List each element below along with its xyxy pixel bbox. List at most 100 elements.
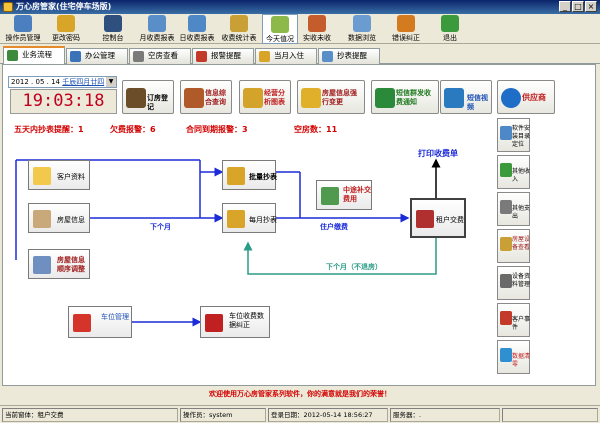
sms-notify-button[interactable]: 短信群发收费通知 [371,80,439,114]
info-query-button[interactable]: 信息综合查询 [180,80,232,114]
date-select[interactable]: 2012 . 05 . 14 壬辰四月廿四 ▼ [8,76,117,88]
flow-arrow-loop [243,238,437,275]
magnifier-icon [353,15,371,32]
minimize-button[interactable]: _ [559,1,571,12]
date-value: 2012 . 05 . 14 [11,78,60,86]
tab-business-flow[interactable]: 业务流程 [3,46,65,64]
ticket-icon [205,314,223,332]
lunar-date: 壬辰四月廿四 [62,78,105,86]
customer-event-button[interactable]: 客户事件 [497,303,530,337]
video-icon [444,88,464,108]
toolbar-data-browse-button[interactable]: 数据浏览 [344,14,380,44]
other-expense-button[interactable]: 其他支出 [497,192,530,226]
house-equipment-button[interactable]: 房屋设备查看 [497,229,530,263]
tools-icon [397,15,415,32]
title-bar[interactable]: 万心房管家(住宅停车场版) _ □ × [0,0,600,14]
other-income-button[interactable]: 其他收入 [497,155,530,189]
meter-icon [322,51,333,62]
meter-alert[interactable]: 五天内抄表提醒：1 [14,125,84,134]
meter-icon [227,167,245,185]
data-reset-button[interactable]: 数据清零 [497,340,530,374]
print-receipt-link[interactable]: 打印收费单 [418,149,458,158]
toolbar: 操作员管理 更改密码 控制台 月收费报表 日收费报表 收费统计表 今天值况 实收… [0,14,600,44]
tab-vacant-rooms[interactable]: 空房查看 [129,48,191,64]
toolbar-received-button[interactable]: 实收未收 [299,14,335,44]
analysis-chart-button[interactable]: 经营分析图表 [239,80,291,114]
toolbar-password-button[interactable]: 更改密码 [47,14,85,44]
parking-node[interactable]: 车位管理 [68,306,132,338]
house-node[interactable]: 房屋信息 [28,203,90,233]
phone-icon [126,88,146,108]
equipment-icon [500,237,512,251]
toolbar-monthly-report-button[interactable]: 月收费报表 [138,14,176,44]
toolbar-fee-stats-button[interactable]: 收费统计表 [218,14,260,44]
cash-register-icon [321,187,339,205]
alarm-icon [196,51,207,62]
key-icon [57,15,75,32]
footer-message: 欢迎使用万心房管家系列软件，你的满意就是我们的荣誉！ [209,390,391,398]
calendar-icon [188,15,206,32]
toolbar-console-button[interactable]: 控制台 [98,14,128,44]
house-adjust-node[interactable]: 房屋信息顺序调整 [28,249,90,279]
monitor-icon [104,15,122,32]
window-title: 万心房管家(住宅停车场版) [16,2,112,11]
midway-payment-node[interactable]: 中途补交费用 [316,180,372,210]
adjust-icon [33,256,51,274]
supplier-button[interactable]: 供应商 [497,80,555,114]
room-icon [133,51,144,62]
income-icon [500,163,512,177]
database-icon [500,274,512,288]
status-bar: 当前窗体：租户交费 操作员：system 登录日期：2012-05-14 18:… [0,405,600,423]
query-icon [184,88,204,108]
flow-icon [7,50,18,61]
status-server: 服务器：. [390,408,500,422]
chart-icon [243,88,263,108]
toolbar-error-fix-button[interactable]: 错误纠正 [388,14,424,44]
calendar-icon [227,210,245,228]
batch-meter-node[interactable]: 批量抄表 [222,160,277,190]
equipment-data-button[interactable]: 设备资料管理 [497,266,530,300]
maximize-button[interactable]: □ [572,1,584,12]
cashbox-icon [416,210,434,228]
tab-strip: 业务流程 办公管理 空房查看 报警提醒 当月入住 抄表提醒 [0,46,600,64]
status-login-date: 登录日期：2012-05-14 18:56:27 [268,408,388,422]
car-icon [73,314,91,332]
tab-meter-reminder[interactable]: 抄表提醒 [318,48,380,64]
toolbar-today-button[interactable]: 今天值况 [262,14,298,44]
arrears-alert[interactable]: 欠费报警：6 [110,125,156,134]
status-extra [502,408,598,422]
trash-icon [500,348,512,362]
chevron-down-icon[interactable]: ▼ [106,77,116,87]
contract-alert[interactable]: 合同到期报警：3 [186,125,248,134]
tab-office[interactable]: 办公管理 [66,48,128,64]
booking-button[interactable]: 订房登记 [122,80,174,114]
folder-icon [500,126,512,140]
tab-month-checkin[interactable]: 当月入住 [255,48,317,64]
app-icon [3,2,13,12]
checkin-icon [259,51,270,62]
install-dir-button[interactable]: 软件安装目录定位 [497,118,530,152]
customer-icon [33,167,51,185]
customer-node[interactable]: 客户资料 [28,160,90,190]
tenant-payment-node[interactable]: 租户交费 [410,198,466,238]
sms-icon [375,88,395,108]
vacant-alert[interactable]: 空房数：11 [294,125,338,134]
today-icon [271,16,289,33]
close-button[interactable]: × [585,1,597,12]
tab-alarms[interactable]: 报警提醒 [192,48,254,64]
next-month-label: 下个月 [150,223,171,231]
next-month-stay-label: 下个月（不退房） [326,263,382,271]
house-change-button[interactable]: 房屋信息强行变更 [297,80,365,114]
monthly-meter-node[interactable]: 每月抄表 [222,203,277,233]
toolbar-exit-button[interactable]: 退出 [436,14,464,44]
parking-fix-node[interactable]: 车位收费数据纠正 [200,306,270,338]
sms-video-button[interactable]: 短信视频 [440,80,492,114]
exit-icon [441,15,459,32]
resident-pay-label: 住户缴费 [320,223,348,231]
toolbar-daily-report-button[interactable]: 日收费报表 [178,14,216,44]
status-current-window: 当前窗体：租户交费 [2,408,178,422]
toolbar-operator-button[interactable]: 操作员管理 [2,14,44,44]
users-icon [14,15,32,32]
report-icon [148,15,166,32]
